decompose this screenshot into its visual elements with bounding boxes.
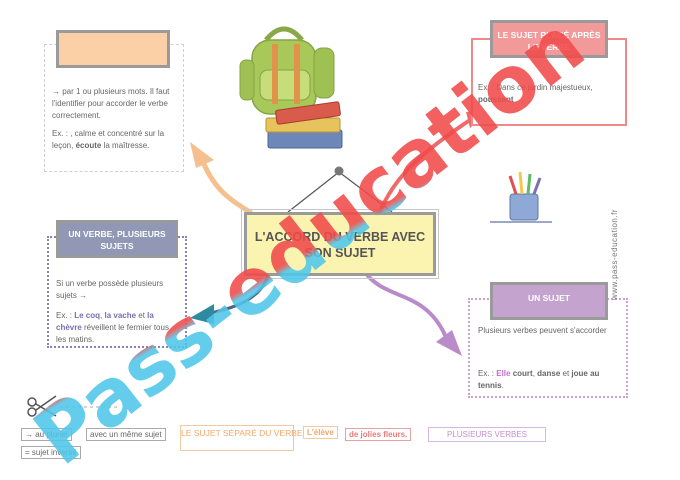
cutout-eleve[interactable]: L'élève <box>303 426 338 439</box>
arrow-orange <box>200 159 253 215</box>
left-mid-example: Ex. : Le coq, la vache et la chèvre réve… <box>56 311 169 344</box>
top-right-title: LE SUJET PLACÉ APRÈS LE VERBE <box>490 20 608 58</box>
cutout-plural[interactable]: → au pluriel <box>21 428 72 441</box>
arrow-teal-head <box>190 304 214 324</box>
cutout-same-subject[interactable]: avec un même sujet <box>86 428 166 441</box>
cutout-separated-subject[interactable]: LE SUJET SÉPARÉ DU VERBE <box>180 425 303 451</box>
cutout-inverted-subject[interactable]: = sujet inversé <box>21 446 81 459</box>
arrow-teal <box>213 274 270 314</box>
site-url: www.pass-education.fr <box>610 209 619 300</box>
center-title: L'ACCORD DU VERBE AVEC SON SUJET <box>241 209 439 279</box>
cutout-jolies-fleurs[interactable]: de jolies fleurs. <box>345 428 412 441</box>
scissors-icon <box>27 395 120 417</box>
arrow-purple <box>366 274 447 337</box>
top-left-example: Ex. : , calme et concentré sur la leçon,… <box>52 129 165 150</box>
pencil-cup-icon <box>490 171 552 223</box>
left-mid-title: UN VERBE, PLUSIEURS SUJETS <box>56 220 178 258</box>
backpack-icon <box>239 26 335 115</box>
arrow-purple-head <box>436 330 462 356</box>
cutout-several-verbs[interactable]: PLUSIEURS VERBES <box>428 427 546 442</box>
right-bottom-title: UN SUJET <box>490 282 608 320</box>
books-icon <box>265 101 343 149</box>
right-bottom-text: Plusieurs verbes peuvent s'accorder <box>478 326 607 335</box>
arrow-red <box>378 118 472 214</box>
right-bottom-example: Ex. : Elle court, danse et joue au tenni… <box>478 369 600 390</box>
top-left-title <box>56 30 170 68</box>
top-right-example: Ex. : Dans ce jardin majestueux, poussen… <box>478 83 593 104</box>
hanging-nail-icon <box>287 166 393 213</box>
top-left-text: → par 1 ou plusieurs mots. Il faut l'ide… <box>52 87 170 120</box>
arrow-orange-head <box>190 142 214 168</box>
left-mid-text: Si un verbe possède plusieurs sujets → <box>56 279 164 300</box>
